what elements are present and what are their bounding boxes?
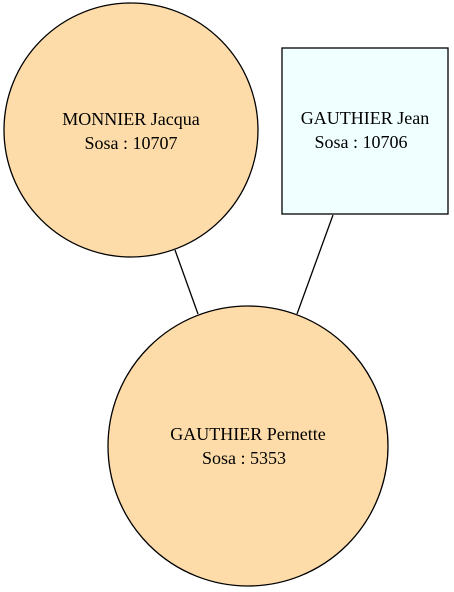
mother-sosa: Sosa : 10707 bbox=[84, 133, 177, 153]
mother-name: MONNIER Jacqua bbox=[62, 109, 199, 129]
node-mother[interactable]: MONNIER Jacqua Sosa : 10707 bbox=[3, 2, 259, 258]
child-name: GAUTHIER Pernette bbox=[170, 424, 325, 444]
node-child[interactable]: GAUTHIER Pernette Sosa : 5353 bbox=[107, 305, 389, 587]
father-box bbox=[281, 47, 449, 215]
node-father[interactable]: GAUTHIER Jean Sosa : 10706 bbox=[281, 47, 449, 215]
father-sosa: Sosa : 10706 bbox=[314, 132, 407, 152]
mother-circle bbox=[3, 2, 259, 258]
edge-mother-to-child bbox=[174, 249, 199, 315]
child-circle bbox=[107, 305, 389, 587]
edge-father-to-child bbox=[296, 214, 334, 315]
father-name: GAUTHIER Jean bbox=[301, 108, 429, 128]
child-sosa: Sosa : 5353 bbox=[202, 448, 286, 468]
